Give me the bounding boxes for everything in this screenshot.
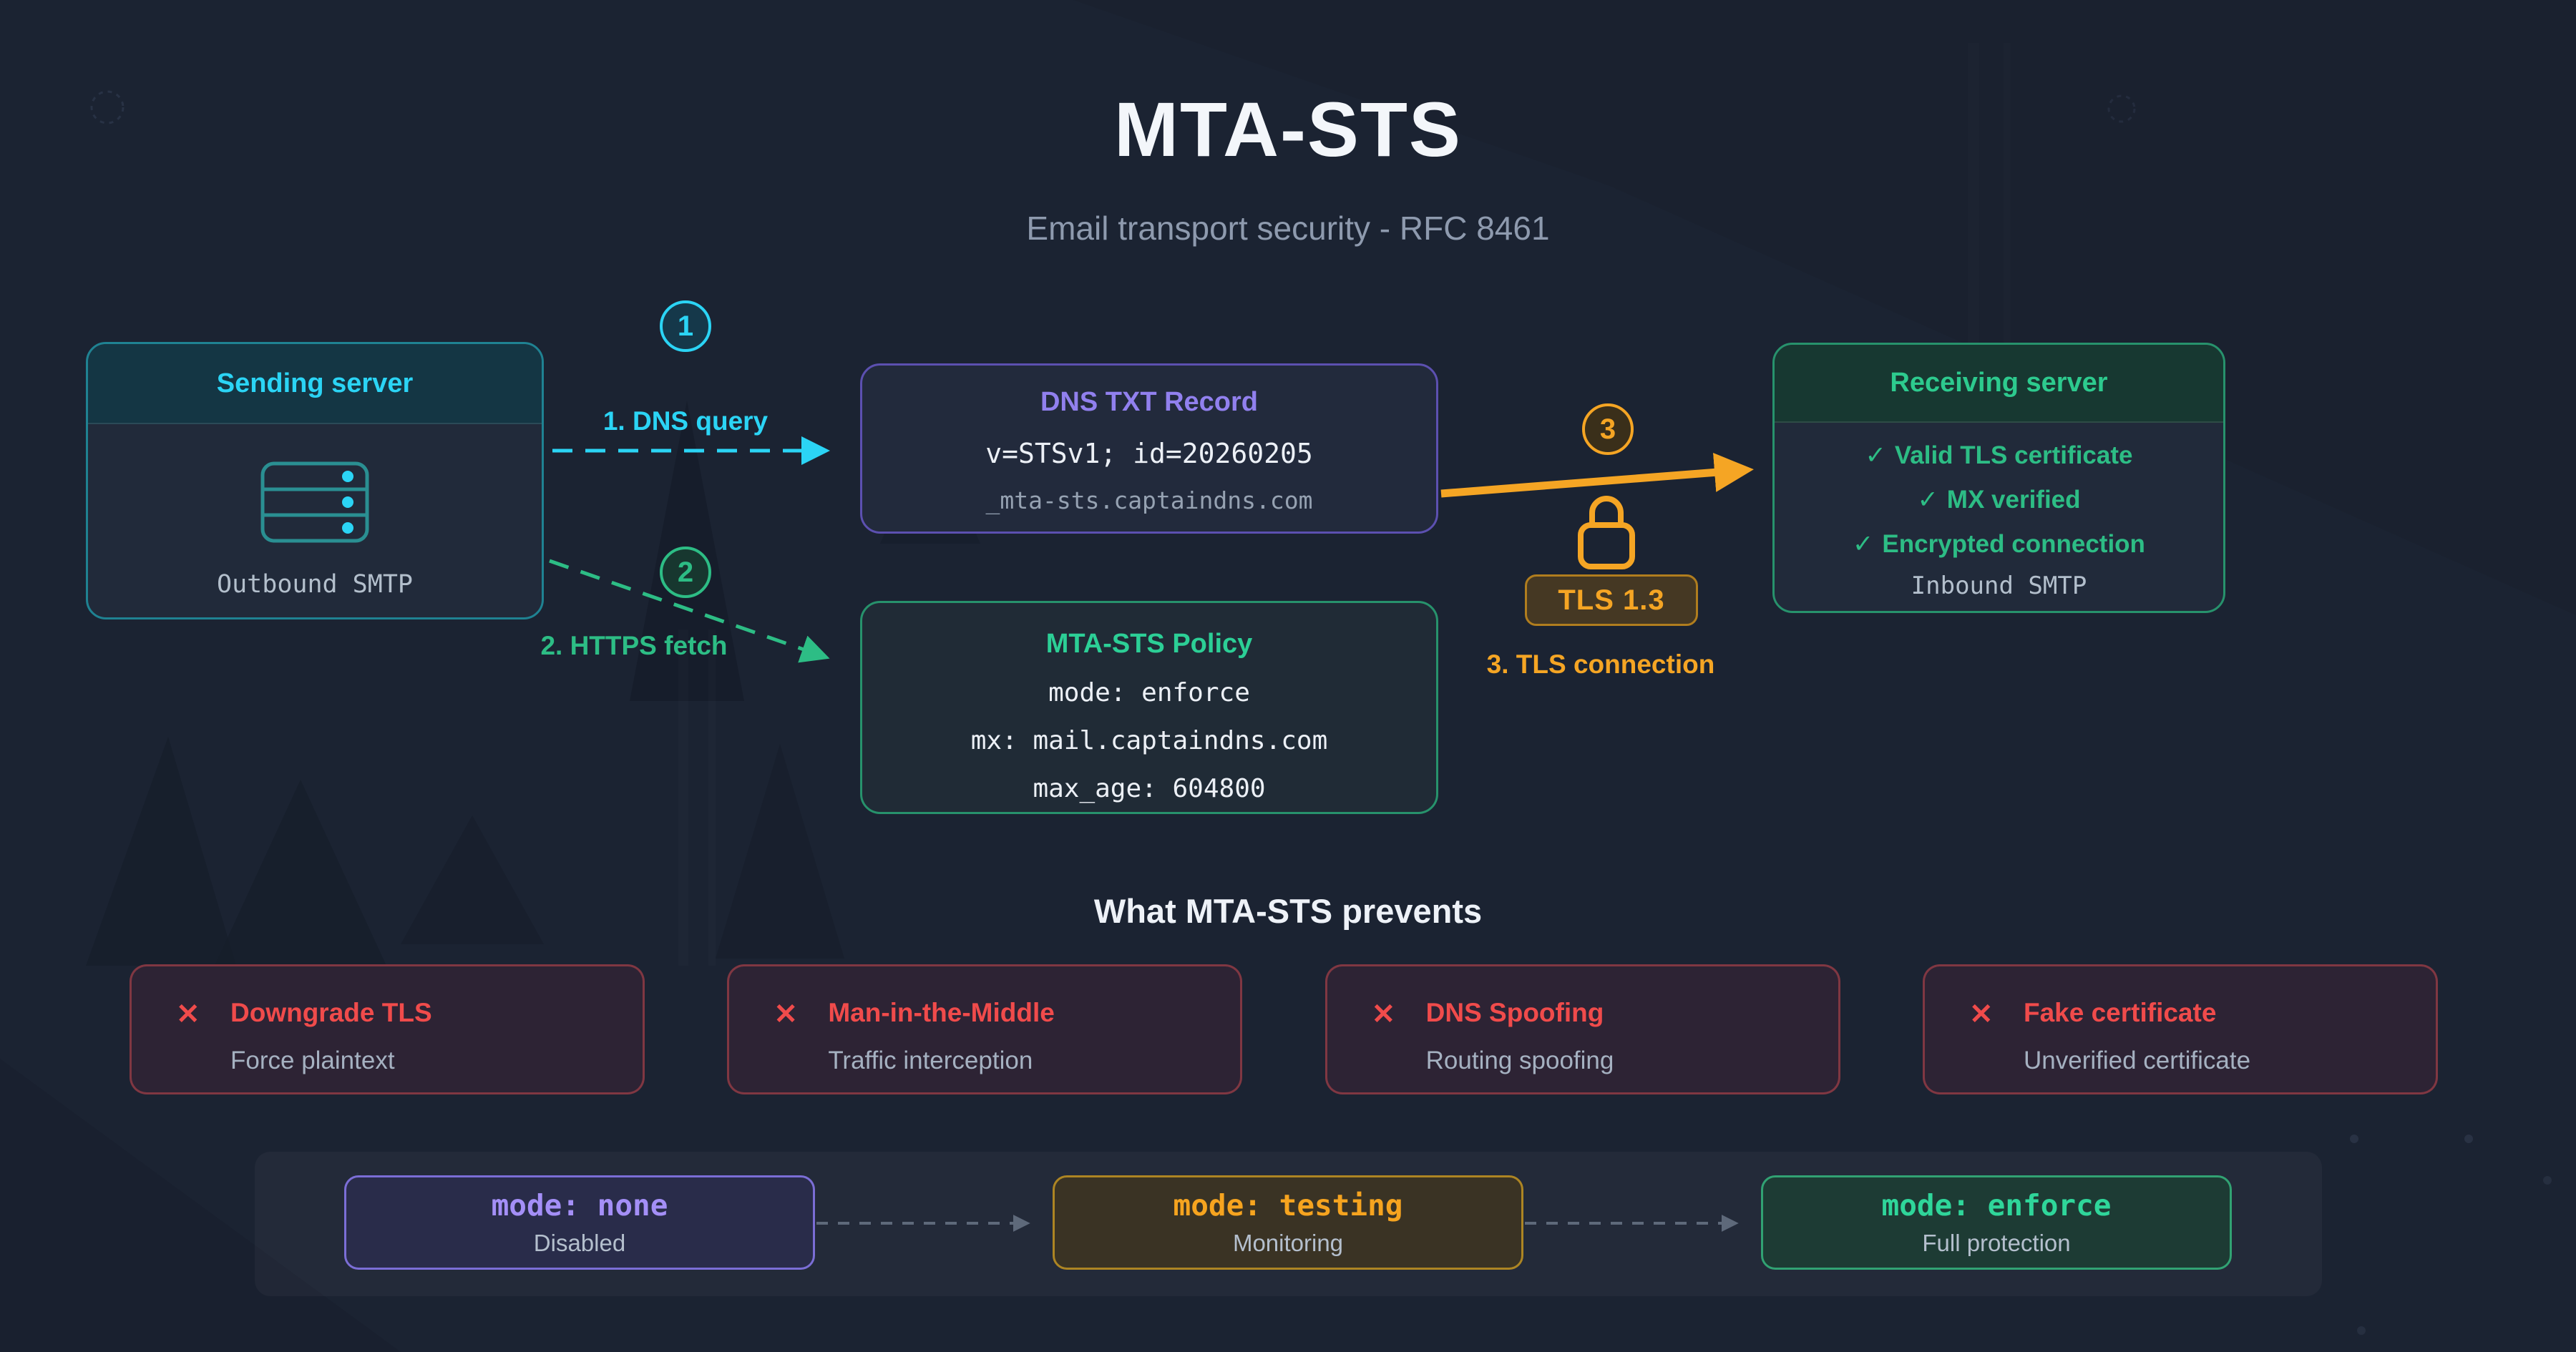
page-subtitle: Email transport security - RFC 8461 [1026, 210, 1550, 247]
mode-code: mode: testing [1173, 1188, 1403, 1223]
receiving-server-caption: Inbound SMTP [1911, 572, 2087, 600]
policy-card: MTA-STS Policy mode: enforce mx: mail.ca… [860, 601, 1438, 814]
page-title: MTA-STS [1114, 86, 1462, 172]
check-icon: ✓ [1917, 486, 1938, 514]
modes-band: mode: none Disabled mode: testing Monito… [255, 1152, 2322, 1296]
threat-subtitle: Traffic interception [828, 1047, 1033, 1074]
step-1-label: 1. DNS query [602, 406, 769, 436]
policy-mode-line: mode: enforce [1048, 678, 1250, 707]
check-item: ✓ Encrypted connection [1853, 530, 2145, 559]
prevents-heading: What MTA-STS prevents [1093, 892, 1483, 930]
threat-card-fake-certificate: ✕ Fake certificate Unverified certificat… [1922, 964, 2438, 1094]
dns-record-host: _mta-sts.captaindns.com [985, 486, 1313, 514]
dns-txt-record-card: DNS TXT Record v=STSv1; id=20260205 _mta… [860, 363, 1438, 534]
x-icon: ✕ [1371, 999, 1396, 1030]
x-icon: ✕ [176, 999, 200, 1030]
receiving-server-title: Receiving server [1775, 345, 2223, 423]
lock-icon [1578, 496, 1635, 569]
x-icon: ✕ [774, 999, 798, 1030]
threat-title: Downgrade TLS [230, 998, 432, 1027]
prevents-row: ✕ Downgrade TLS Force plaintext ✕ Man-in… [130, 964, 2438, 1094]
x-icon: ✕ [1968, 999, 1994, 1030]
mode-code: mode: none [491, 1188, 668, 1223]
dns-record-title: DNS TXT Record [1040, 387, 1259, 417]
threat-subtitle: Force plaintext [230, 1047, 395, 1074]
mode-code: mode: enforce [1881, 1188, 2112, 1223]
mode-label: Disabled [533, 1230, 626, 1256]
check-item: ✓ Valid TLS certificate [1865, 441, 2133, 470]
threat-title: Fake certificate [2023, 998, 2217, 1027]
threat-title: DNS Spoofing [1425, 998, 1604, 1027]
step-3-label: 3. TLS connection [1486, 650, 1715, 679]
step-3-bubble: 3 [1582, 403, 1634, 455]
policy-title: MTA-STS Policy [1045, 629, 1253, 659]
step-2-bubble: 2 [660, 547, 711, 598]
check-label: Encrypted connection [1882, 530, 2145, 558]
tls-connection-arrow [1440, 452, 1754, 498]
sending-server-title: Sending server [88, 344, 542, 424]
sending-server-card: Sending server Outbound SMTP [86, 342, 544, 619]
tls-version-badge: TLS 1.3 [1525, 574, 1698, 626]
threat-title: Man-in-the-Middle [828, 998, 1055, 1027]
check-label: Valid TLS certificate [1894, 441, 2133, 469]
mode-card-testing: mode: testing Monitoring [1053, 1175, 1523, 1270]
check-icon: ✓ [1865, 441, 1886, 469]
mode-label: Monitoring [1232, 1230, 1344, 1256]
mode-card-none: mode: none Disabled [344, 1175, 815, 1270]
check-item: ✓ MX verified [1917, 486, 2080, 514]
dns-record-value: v=STSv1; id=20260205 [985, 438, 1313, 469]
mode-card-enforce: mode: enforce Full protection [1761, 1175, 2232, 1270]
mode-label: Full protection [1922, 1230, 2071, 1256]
policy-maxage-line: max_age: 604800 [1033, 774, 1266, 803]
step-2-label: 2. HTTPS fetch [540, 631, 728, 660]
step-1-bubble: 1 [660, 300, 711, 352]
policy-mx-line: mx: mail.captaindns.com [970, 726, 1328, 755]
threat-subtitle: Routing spoofing [1425, 1047, 1614, 1074]
sending-server-caption: Outbound SMTP [217, 570, 413, 599]
threat-card-dns-spoofing: ✕ DNS Spoofing Routing spoofing [1324, 964, 1840, 1094]
sending-server-body: Outbound SMTP [88, 424, 542, 599]
https-fetch-arrow [549, 559, 830, 663]
threat-subtitle: Unverified certificate [2023, 1047, 2251, 1074]
threat-card-mitm: ✕ Man-in-the-Middle Traffic interception [727, 964, 1243, 1094]
receiving-server-body: ✓ Valid TLS certificate ✓ MX verified ✓ Enc… [1775, 423, 2223, 600]
threat-card-downgrade-tls: ✕ Downgrade TLS Force plaintext [130, 964, 645, 1094]
check-label: MX verified [1946, 486, 2081, 514]
receiving-server-card: Receiving server ✓ Valid TLS certificate … [1772, 343, 2225, 613]
server-rack-icon [260, 461, 369, 543]
check-icon: ✓ [1853, 530, 1874, 558]
